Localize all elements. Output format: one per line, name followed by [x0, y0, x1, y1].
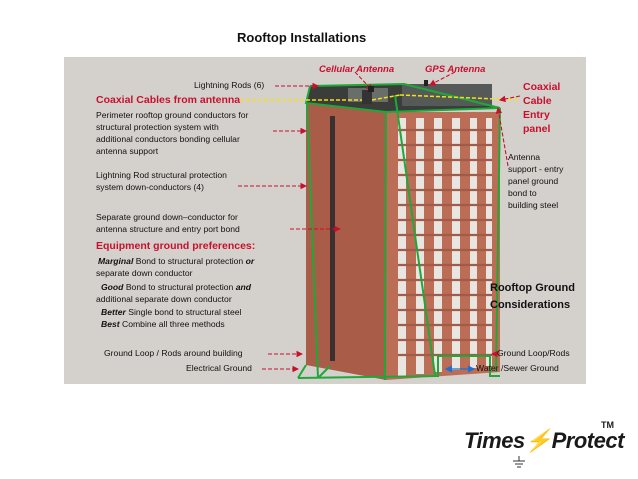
logo-trademark: TM: [601, 420, 614, 430]
ground-symbol-icon: [513, 456, 525, 468]
cellular-antenna: [362, 86, 374, 104]
better-line: Better Single bond to structural steel: [101, 307, 242, 317]
ground-loop-left-label: Ground Loop / Rods around building: [104, 348, 243, 358]
lightning-rods-label: Lightning Rods (6): [194, 80, 265, 90]
coaxial-cable-lines: [240, 94, 521, 101]
right-face-windows: [398, 118, 492, 376]
building-left-face: [306, 103, 386, 380]
good-line-2: additional separate down conductor: [96, 294, 232, 304]
coaxial-cables-label: Coaxial Cables from antenna: [96, 94, 241, 106]
times-protect-logo: Times⚡Protect TM: [464, 420, 624, 472]
logo-text: Times⚡Protect: [464, 428, 624, 453]
cellular-antenna-label: Cellular Antenna: [319, 64, 395, 75]
ground-conductors: [297, 82, 501, 381]
marginal-line: Marginal Bond to structural protection o…: [98, 256, 255, 266]
water-sewer-label: Water /Sewer Ground: [476, 363, 559, 373]
gps-antenna: [424, 80, 428, 86]
best-line: Best Combine all three methods: [101, 319, 225, 329]
good-line: Good Bond to structural protection and: [101, 282, 251, 292]
left-face-windows: [330, 116, 335, 361]
gps-antenna-label: GPS Antenna: [425, 64, 486, 75]
diagram-title: Rooftop Installations: [237, 30, 367, 45]
marginal-line-2: separate down conductor: [96, 268, 193, 278]
ground-loop-right-label: Ground Loop/Rods: [497, 348, 570, 358]
electrical-ground-label: Electrical Ground: [186, 363, 252, 373]
equipment-heading: Equipment ground preferences:: [96, 240, 256, 252]
